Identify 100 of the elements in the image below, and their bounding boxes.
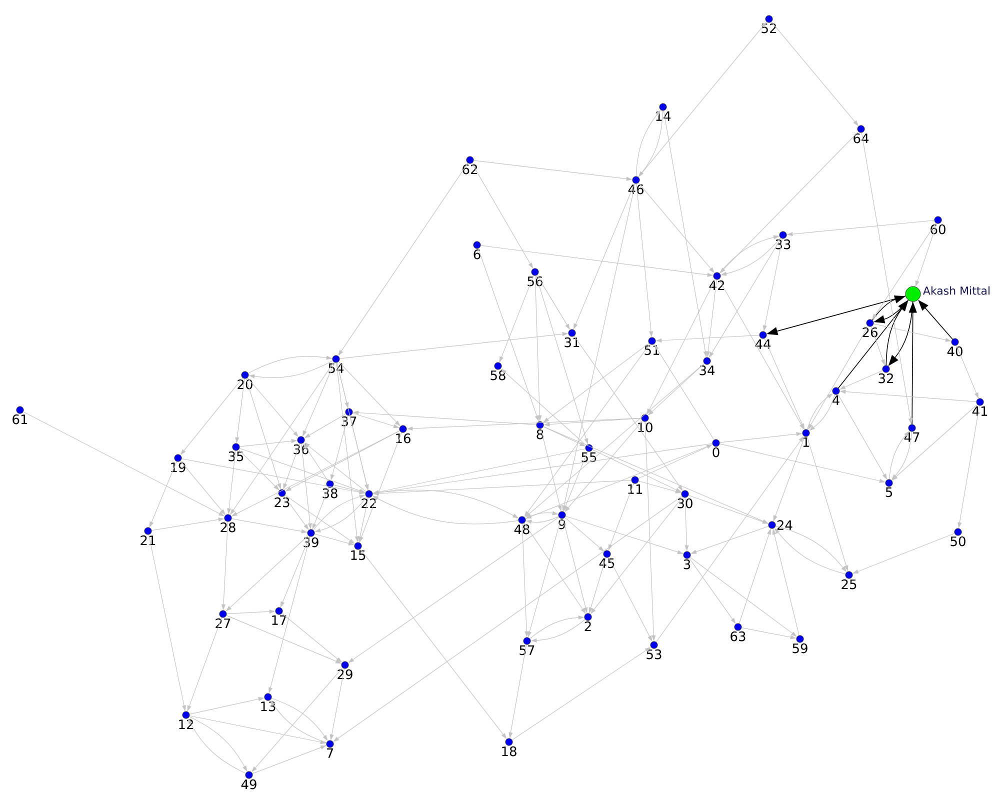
arrow: [284, 496, 309, 530]
node-label: 15: [351, 550, 366, 560]
graph-node: 24: [768, 520, 792, 530]
graph-node: 1: [802, 429, 810, 447]
graph-node: 26: [862, 319, 878, 338]
graph-node: 61: [12, 406, 28, 424]
node-label: 44: [755, 339, 771, 349]
graph-node: 12: [179, 711, 193, 730]
graph-node: 40: [947, 338, 962, 356]
graph-node: 60: [930, 216, 946, 234]
graph-node: 11: [628, 476, 642, 494]
graph-node: 37: [342, 408, 356, 426]
graph-node: 7: [326, 740, 334, 758]
graph-node: 55: [582, 444, 596, 462]
graph-node: 3: [683, 551, 691, 570]
graph-node: 63: [730, 623, 746, 642]
node-label: 53: [646, 649, 662, 660]
node-label: 24: [777, 520, 792, 530]
node-label: 7: [326, 748, 334, 758]
node-label: 27: [216, 618, 230, 628]
node-label: 19: [171, 462, 186, 472]
node-label: 10: [638, 422, 652, 432]
graph-node: 32: [878, 365, 893, 384]
node-label: 57: [520, 645, 534, 656]
graph-node: 57: [520, 637, 534, 656]
node-label: 34: [700, 365, 715, 376]
node-label: 0: [712, 447, 720, 458]
node-label: 59: [792, 643, 808, 654]
node-label: 5: [886, 487, 892, 498]
graph-node: 35: [228, 443, 244, 462]
node-label: 63: [730, 631, 746, 642]
graph-node: 18: [502, 738, 516, 756]
node-label: 6: [474, 249, 480, 260]
node-label: 22: [362, 498, 376, 508]
node-label: 61: [12, 414, 28, 424]
node-label: 12: [179, 719, 193, 730]
graph-node: 5: [885, 479, 893, 498]
graph-node: 62: [462, 156, 477, 174]
graph-node: 56: [528, 268, 542, 286]
node-label: 4: [832, 395, 840, 405]
node-label: 23: [274, 497, 290, 508]
graph-node: 0: [712, 439, 720, 458]
node-label: 64: [854, 133, 869, 144]
node-label: 11: [628, 484, 642, 494]
node-label: 42: [709, 280, 724, 290]
node-label: 25: [842, 579, 856, 590]
graph-node: 38: [322, 480, 338, 498]
node-label: 8: [536, 429, 544, 440]
node-label: 50: [950, 536, 966, 546]
graph-node: 31: [564, 329, 580, 348]
graph-node: 28: [220, 514, 236, 532]
node-label: 2: [584, 621, 591, 632]
graph-node: 46: [628, 176, 644, 194]
graph-node: 25: [842, 571, 856, 590]
graph-node: 53: [646, 641, 662, 660]
graph-node: 45: [599, 550, 614, 568]
node-label: Akash Mittal: [922, 286, 990, 295]
graph-node: 16: [396, 425, 410, 444]
graph-node: 33: [776, 231, 790, 250]
graph-node: 29: [338, 661, 352, 680]
node-label: 48: [514, 524, 530, 534]
graph-node: 59: [792, 635, 808, 654]
node-label: 35: [228, 451, 244, 462]
node-label: 37: [342, 416, 356, 426]
graph-node: 23: [274, 489, 290, 508]
node-label: 20: [238, 379, 252, 390]
node-label: 1: [803, 437, 809, 447]
node-label: 30: [678, 498, 692, 508]
node-label: 28: [220, 522, 236, 532]
arrow: [688, 558, 736, 624]
node-label: 21: [140, 535, 156, 546]
arrow: [690, 556, 797, 637]
graph-node: 44: [755, 331, 771, 349]
node-label: 29: [338, 669, 352, 680]
node-label: 26: [862, 327, 878, 338]
node-label: 38: [322, 488, 338, 498]
node-label: 3: [684, 559, 690, 570]
graph-node: 34: [700, 357, 715, 376]
graph-node: 8: [536, 421, 544, 440]
hub-node: Akash Mittal: [905, 286, 990, 302]
node-label: 16: [396, 433, 410, 444]
graph-node: 15: [351, 542, 366, 560]
graph-node: 41: [972, 398, 988, 416]
node-label: 60: [930, 224, 946, 234]
arrow: [543, 342, 650, 423]
graph-node: 49: [241, 771, 256, 790]
graph-node: 17: [272, 607, 286, 625]
node-label: 33: [776, 239, 790, 250]
node-label: 55: [582, 452, 596, 462]
node-label: 39: [304, 537, 318, 548]
node-label: 18: [502, 746, 516, 756]
node-label: 49: [241, 779, 256, 790]
arrow: [524, 344, 650, 517]
node-label: 56: [528, 276, 542, 286]
node-label: 41: [972, 406, 988, 416]
arrow: [238, 449, 280, 490]
graph-node: 10: [638, 414, 652, 432]
graph-node: 64: [854, 125, 869, 144]
graph-node: 22: [362, 490, 376, 508]
graph-node: 30: [678, 490, 692, 508]
